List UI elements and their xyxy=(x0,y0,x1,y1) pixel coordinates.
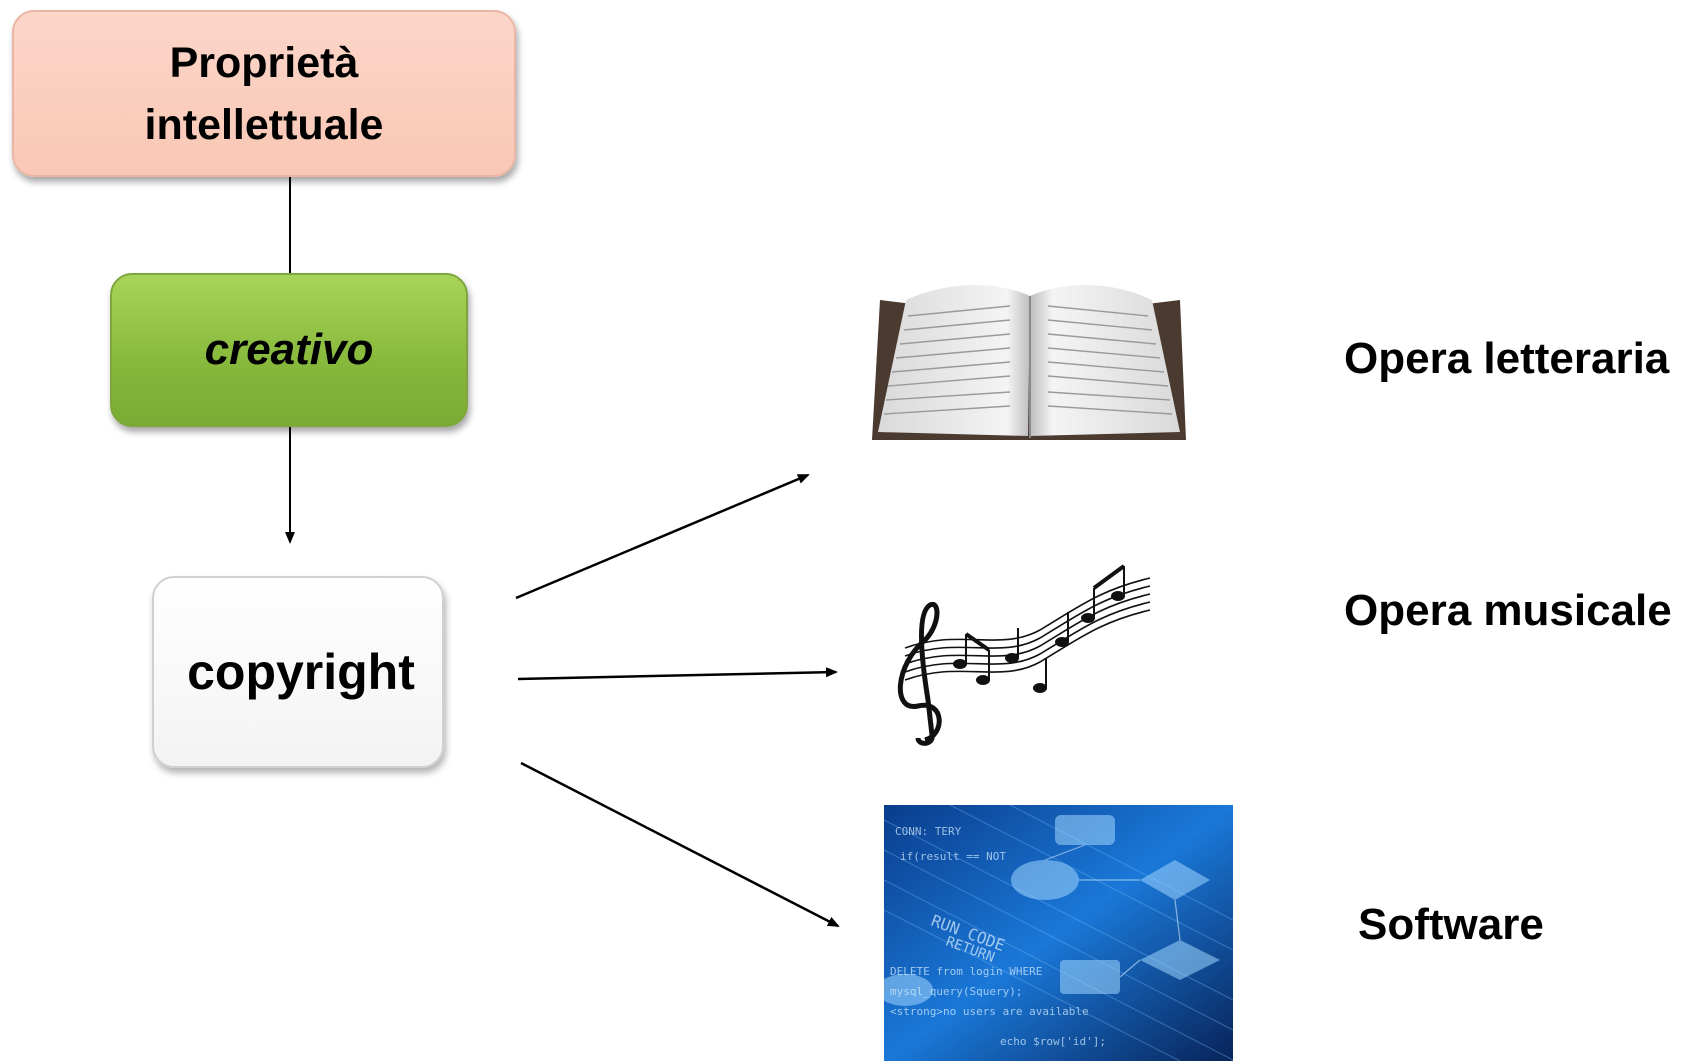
label-musical-work: Opera musicale xyxy=(1344,586,1672,635)
svg-text:echo $row['id'];: echo $row['id']; xyxy=(1000,1035,1106,1048)
node-ip-line1: Proprietà xyxy=(169,38,359,87)
code-flowchart-icon: CONN: TERY if(result == NOT RUN CODE RET… xyxy=(884,805,1233,1061)
node-creativo-label: creativo xyxy=(204,325,374,374)
label-software: Software xyxy=(1358,900,1544,949)
arrow-copyright-musical xyxy=(517,667,838,681)
book-icon xyxy=(872,284,1186,440)
svg-text:mysql_query(Squery);: mysql_query(Squery); xyxy=(890,985,1022,998)
node-copyright-label: copyright xyxy=(187,644,415,700)
node-copyright: copyright xyxy=(152,576,444,768)
svg-text:<strong>no users are available: <strong>no users are available xyxy=(890,1005,1089,1018)
svg-text:if(result == NOT: if(result == NOT xyxy=(900,850,1006,863)
music-notes-icon xyxy=(897,564,1151,746)
arrow-copyright-software xyxy=(520,761,840,928)
node-creativo: creativo xyxy=(110,273,468,427)
node-ip-line2: intellettuale xyxy=(144,100,384,149)
arrow-copyright-literary xyxy=(515,473,810,600)
label-literary-work: Opera letteraria xyxy=(1344,334,1670,383)
svg-text:CONN: TERY: CONN: TERY xyxy=(895,825,962,838)
node-intellectual-property: Proprietà intellettuale xyxy=(12,10,516,177)
svg-text:DELETE from login WHERE: DELETE from login WHERE xyxy=(890,965,1042,978)
